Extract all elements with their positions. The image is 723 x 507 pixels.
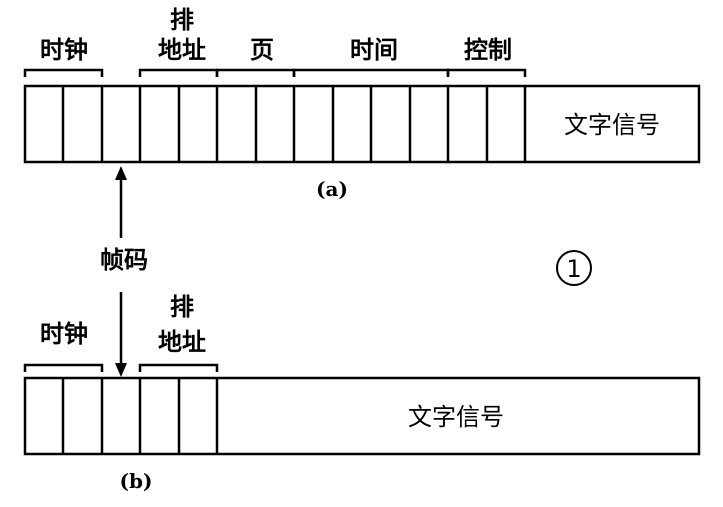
label-frame-code: 帧码 — [100, 246, 148, 274]
brace-a-time — [292, 68, 450, 77]
label-a-address-line1: 排 — [170, 6, 194, 34]
frame-a-cells — [61, 86, 527, 162]
label-a-page: 页 — [250, 36, 274, 64]
frame-a-box — [23, 84, 701, 164]
frame-b-cells — [61, 378, 219, 454]
frame-b-box — [23, 376, 701, 456]
caption-b: (b) — [120, 469, 153, 493]
brace-a-clock — [23, 68, 104, 77]
label-a-control: 控制 — [464, 36, 512, 64]
brace-b-address — [138, 363, 219, 372]
label-a-time: 时间 — [350, 36, 398, 64]
brace-a-address — [138, 68, 219, 77]
brace-a-control — [446, 68, 527, 77]
brace-b-clock — [23, 363, 104, 372]
figure-number-circle — [556, 250, 592, 286]
figure-number-digit: 1 — [566, 255, 581, 283]
label-a-clock: 时钟 — [40, 36, 88, 64]
label-b-clock: 时钟 — [40, 320, 88, 348]
arrowhead-down — [115, 363, 127, 377]
label-a-signal: 文字信号 — [564, 111, 660, 139]
caption-a: (a) — [316, 177, 348, 201]
label-b-signal: 文字信号 — [408, 403, 504, 431]
label-b-address-line2: 地址 — [158, 328, 206, 356]
label-b-address-line1: 排 — [170, 293, 194, 321]
brace-a-page — [215, 68, 296, 77]
label-a-address-line2: 地址 — [158, 36, 206, 64]
arrowhead-up — [115, 166, 127, 180]
